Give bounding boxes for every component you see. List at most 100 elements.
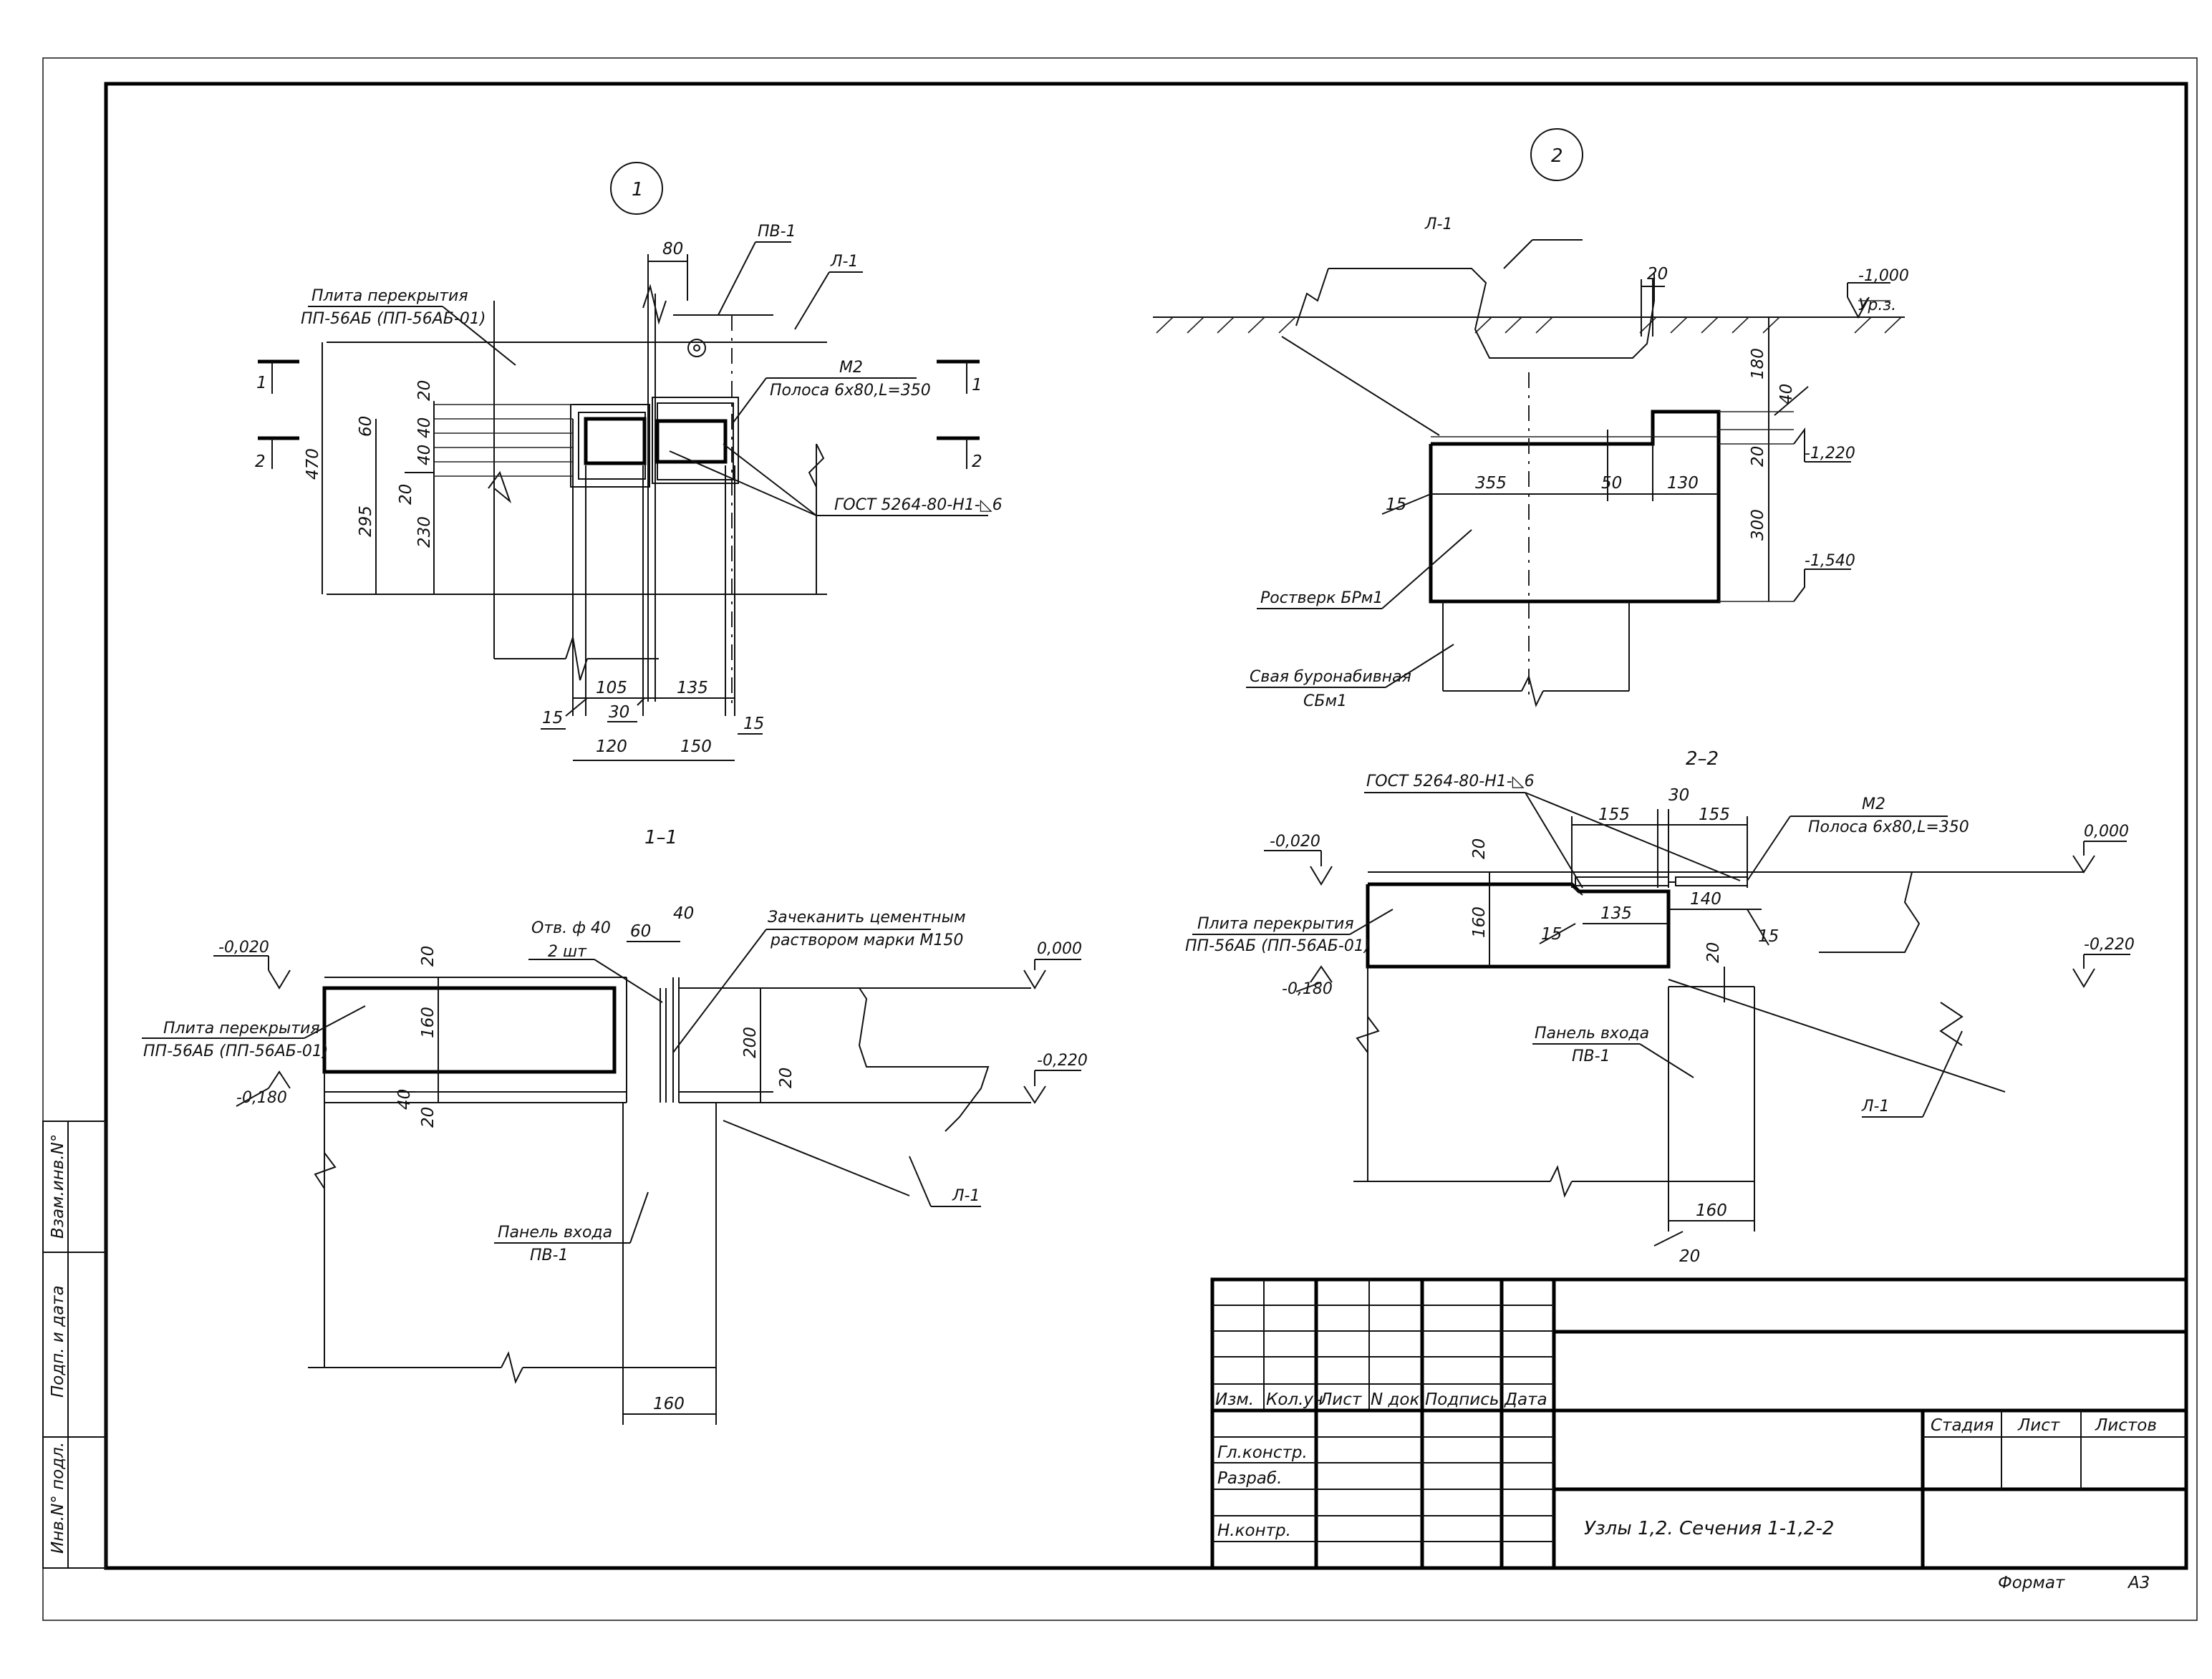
node-1-dim-120: 120	[596, 737, 627, 756]
section-2-2-gost-label: ГОСТ 5264-80-Н1-◺6	[1366, 773, 1535, 790]
section-1-1-dim-200: 200	[741, 1027, 760, 1058]
node-2-grillage-label: Ростверк БРм1	[1260, 589, 1383, 607]
section-1-1-dim-20: 20	[419, 946, 438, 967]
node-2-level-1220: -1,220	[1805, 445, 1855, 463]
format-label: Формат	[1998, 1574, 2065, 1592]
node-2-pile-label-2: СБм1	[1303, 692, 1347, 710]
section-1-1-dim-160: 160	[419, 1007, 438, 1038]
node-2-dim-355: 355	[1475, 474, 1507, 493]
stamp-header-signature: Подпись	[1425, 1390, 1499, 1409]
stamp-header-doc: N док.	[1371, 1390, 1425, 1409]
format-value: А3	[2127, 1574, 2150, 1592]
section-2-2-dim-160b: 160	[1696, 1201, 1727, 1220]
node-2-dim-20b: 20	[1749, 446, 1767, 467]
section-2-2-level-220: -0,220	[2084, 936, 2135, 954]
node-1-dim-20b: 20	[397, 484, 415, 505]
node-2-dim-20: 20	[1647, 265, 1668, 284]
section-2-2-title: 2–2	[1686, 748, 1719, 770]
section-1-1-level-000: 0,000	[1037, 940, 1082, 958]
section-1-1-mortar-label-2: раствором марки М150	[770, 932, 963, 949]
section-2-2-dim-160: 160	[1470, 906, 1489, 938]
node-1-slab-label-1: Плита перекрытия	[311, 287, 468, 305]
section-1-1: 1–1 160 20 160 40 20 200 20	[142, 827, 1088, 1425]
section-1-1-dim-20b: 20	[419, 1107, 438, 1128]
section-2-2-m2-label: М2	[1862, 795, 1885, 813]
section-1-1-mortar-label-1: Зачеканить цементным	[768, 909, 966, 926]
section-2-2: 2–2 160 20 155 30 155 135 14	[1185, 748, 2135, 1266]
node-1-dim-135: 135	[677, 679, 708, 697]
node-2-marker-circle	[1530, 128, 1583, 181]
section-1-1-level-180: -0,180	[236, 1089, 287, 1107]
stamp-role-control: Н.контр.	[1217, 1521, 1291, 1540]
node-2-pile-label-1: Свая буронабивная	[1250, 668, 1411, 686]
node-1-strip-label: Полоса 6х80,L=350	[770, 382, 931, 400]
node-1-marker: 1	[632, 179, 644, 200]
node-1-section-mark-1-left: 1	[256, 374, 267, 392]
section-1-1-dim-20c: 20	[777, 1068, 796, 1088]
node-1-dim-470: 470	[304, 448, 322, 480]
section-2-2-dim-20c: 20	[1679, 1247, 1700, 1266]
node-1-dim-40b: 40	[415, 445, 434, 465]
section-2-2-dim-155a: 155	[1598, 805, 1630, 824]
node-2-dim-130: 130	[1667, 474, 1699, 493]
section-1-1-level-020: -0,020	[218, 939, 269, 957]
node-1-dim-105: 105	[596, 679, 627, 697]
stamp-title: Узлы 1,2. Сечения 1-1,2-2	[1584, 1518, 1834, 1539]
node-2-dim-40: 40	[1777, 384, 1796, 405]
node-1-section-mark-2-right: 2	[972, 453, 982, 471]
section-1-1-hole-label-2: 2 шт	[548, 943, 587, 961]
node-2-level-1540: -1,540	[1805, 552, 1855, 570]
section-1-1-slab-label-1: Плита перекрытия	[163, 1020, 320, 1037]
node-1-pv-label: ПВ-1	[758, 223, 796, 241]
node-2-dim-300: 300	[1749, 509, 1767, 541]
section-1-1-panel-label-1: Панель входа	[498, 1224, 612, 1242]
stamp-stage: Стадия	[1931, 1416, 1994, 1435]
side-stamp-sign-date: Подп. и дата	[49, 1285, 67, 1398]
node-1-dim-230: 230	[415, 516, 434, 548]
node-1-dim-30: 30	[609, 703, 629, 722]
node-1-gost-label: ГОСТ 5264-80-Н1-◺6	[834, 496, 1003, 514]
section-2-2-slab-label-2: ПП-56АБ (ПП-56АБ-01)	[1185, 937, 1370, 955]
section-2-2-level-180: -0,180	[1282, 980, 1333, 998]
section-1-1-panel-label-2: ПВ-1	[530, 1247, 569, 1264]
section-1-1-dim-60: 60	[630, 922, 651, 941]
section-1-1-dim-40: 40	[395, 1089, 414, 1110]
stamp-sheets: Листов	[2095, 1416, 2157, 1435]
node-1-section-mark-1-right: 1	[972, 376, 982, 395]
section-1-1-hole-label-1: Отв. ф 40	[531, 919, 611, 937]
section-2-2-dim-140: 140	[1690, 890, 1721, 909]
section-2-2-dim-15b: 15	[1758, 927, 1779, 946]
stamp-header-change: Изм.	[1215, 1390, 1254, 1409]
section-2-2-dim-20: 20	[1470, 838, 1489, 859]
node-1-m2-label: М2	[839, 359, 863, 377]
section-1-1-dim-40b: 40	[673, 904, 694, 923]
stamp-header-count: Кол.уч	[1266, 1390, 1323, 1409]
section-2-2-level-000: 0,000	[2084, 823, 2129, 841]
side-stamp: Взам.инв.N° Подп. и дата Инв.N° подл.	[42, 1121, 107, 1569]
node-1-dim-150: 150	[680, 737, 712, 756]
node-2-dim-50: 50	[1601, 474, 1622, 493]
section-1-1-l-label: Л-1	[952, 1187, 980, 1205]
node-1-dim-20: 20	[415, 380, 434, 401]
node-1-slab-label-2: ПП-56АБ (ПП-56АБ-01)	[301, 310, 486, 328]
section-1-1-title: 1–1	[644, 827, 677, 848]
stamp-header-sheet: Лист	[1319, 1390, 1362, 1409]
title-block: Изм. Кол.уч Лист N док. Подпись Дата Гл.…	[1210, 1277, 2188, 1570]
node-1-dim-40a: 40	[415, 417, 434, 438]
node-2-marker: 2	[1551, 145, 1563, 167]
stamp-role-chief: Гл.констр.	[1217, 1443, 1308, 1462]
node-1-detail: 1	[255, 162, 1003, 761]
section-1-1-slab-label-2: ПП-56АБ (ПП-56АБ-01)	[143, 1042, 328, 1060]
side-stamp-replacement-inv: Взам.инв.N°	[49, 1134, 67, 1239]
node-2-l-label: Л-1	[1424, 216, 1452, 233]
section-2-2-dim-20b: 20	[1704, 942, 1723, 963]
node-1-l-label: Л-1	[830, 253, 858, 271]
node-1-dim-60: 60	[357, 416, 375, 437]
section-2-2-panel-label-2: ПВ-1	[1572, 1047, 1610, 1065]
node-1-dim-80: 80	[662, 240, 683, 258]
node-2-dim-180: 180	[1749, 348, 1767, 379]
stamp-sheet: Лист	[2017, 1416, 2060, 1435]
node-2-level-1000: -1,000	[1858, 267, 1909, 285]
node-1-section-mark-2-left: 2	[255, 453, 266, 471]
